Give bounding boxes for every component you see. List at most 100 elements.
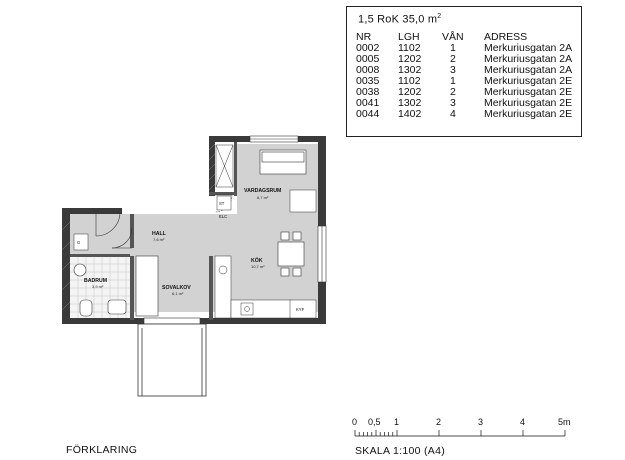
table-row: 0044 1402 4 Merkuriusgatan 2E (356, 109, 572, 120)
cell-nr: 0008 (356, 64, 380, 76)
st-box (216, 195, 232, 211)
balcony (137, 323, 207, 397)
cell-lgh: 1402 (398, 108, 422, 120)
closet-wall (209, 192, 237, 195)
technical-boxes (73, 195, 232, 251)
cell-lgh: 1202 (398, 86, 422, 98)
cell-van: 1 (450, 42, 456, 54)
entrance-door (95, 211, 121, 237)
table-row: 0005 1202 2 Merkuriusgatan 2A (356, 54, 572, 65)
bad-top-wall (70, 254, 130, 257)
cell-nr: 0041 (356, 97, 380, 109)
right-wall-upper (318, 136, 326, 226)
dining-table (277, 231, 305, 277)
chair (280, 231, 290, 241)
apartment-table-header: NR LGH VÅN ADRESS (356, 32, 572, 43)
bathroom-door (111, 227, 133, 249)
hall-area: 7,6 m² (153, 237, 165, 242)
apartment-size-text: 1,5 RoK 35,0 m (358, 13, 438, 26)
scale-tick-1: 1 (394, 417, 399, 427)
fridge-freezer (289, 299, 317, 319)
cell-nr: 0035 (356, 75, 380, 87)
stove-icon (240, 302, 254, 316)
washbasin-icon (107, 299, 127, 315)
partition (289, 189, 317, 213)
cell-adress: Merkuriusgatan 2A (484, 53, 573, 65)
scale-tick-2: 2 (436, 417, 441, 427)
chair (292, 267, 302, 277)
scale-tick-0-5: 0,5 (368, 417, 381, 427)
badrum-label: BADRUM (84, 278, 107, 284)
table-top (277, 241, 305, 267)
header-adress: ADRESS (484, 31, 528, 43)
kitchen-counter (214, 255, 317, 319)
sovalkov-area: 6,1 m² (172, 291, 184, 296)
cell-nr: 0038 (356, 86, 380, 98)
cell-adress: Merkuriusgatan 2E (484, 97, 573, 109)
table-row: 0002 1102 1 Merkuriusgatan 2A (356, 43, 572, 54)
toilet-icon (79, 299, 93, 317)
legend-title: FÖRKLARING (66, 444, 138, 456)
scale-bar: 0 0,5 1 2 3 4 5m SKALA 1:100 (A4) (340, 412, 580, 458)
counter-bottom (230, 299, 292, 319)
windows (143, 135, 327, 325)
scale-tick-3: 3 (478, 417, 483, 427)
apartment-table: NR LGH VÅN ADRESS 0002 1102 1 Merkuriusg… (356, 32, 572, 120)
vardagsrum-inner-wall (234, 142, 237, 196)
kok-area: 10,7 m² (251, 264, 265, 269)
table-row: 0035 1102 1 Merkuriusgatan 2E (356, 76, 572, 87)
cell-adress: Merkuriusgatan 2A (484, 42, 573, 54)
hall-label: HALL (152, 231, 167, 237)
cell-van: 2 (450, 86, 456, 98)
cell-van: 1 (450, 75, 456, 87)
left-upper-wall (209, 136, 215, 196)
counter-left (214, 255, 232, 319)
cell-nr: 0044 (356, 108, 380, 120)
bottom-wall-right (200, 318, 326, 324)
cell-adress: Merkuriusgatan 2A (484, 64, 573, 76)
g-symbol: G (77, 240, 80, 245)
scale-tick-5m: 5m (558, 417, 571, 427)
bottom-wall-left (62, 318, 144, 324)
st-symbol: ST (219, 201, 225, 206)
table-row: 0041 1302 3 Merkuriusgatan 2E (356, 98, 572, 109)
cell-lgh: 1202 (398, 53, 422, 65)
cell-lgh: 1102 (398, 75, 421, 87)
cell-van: 3 (450, 97, 456, 109)
sink-icon (218, 265, 228, 275)
cell-lgh: 1302 (398, 97, 422, 109)
header-lgh: LGH (398, 31, 420, 43)
area-unit-superscript: 2 (437, 13, 442, 20)
shower-icon (73, 263, 87, 277)
sovalkov-kok-wall (209, 256, 213, 320)
elc-symbol: ELC (219, 214, 227, 219)
table-row: 0008 1302 3 Merkuriusgatan 2A (356, 65, 572, 76)
apartment-size-title: 1,5 RoK 35,0 m2 (358, 13, 441, 26)
balcony-door (143, 317, 201, 325)
badrum-area: 3,9 m² (92, 284, 104, 289)
apartment-info-box: 1,5 RoK 35,0 m2 NR LGH VÅN ADRESS 0002 1… (346, 6, 582, 137)
cell-adress: Merkuriusgatan 2E (484, 86, 573, 98)
header-van: VÅN (442, 31, 464, 43)
cell-adress: Merkuriusgatan 2E (484, 108, 573, 120)
bad-sovalkov-wall (130, 256, 134, 320)
cell-van: 2 (450, 53, 456, 65)
kok-label: KÖK (251, 257, 263, 264)
g-box (73, 233, 89, 251)
vardagsrum-area: 6,7 m² (257, 195, 269, 200)
table-row: 0038 1202 2 Merkuriusgatan 2E (356, 87, 572, 98)
balcony-outline (137, 323, 207, 397)
scale-caption: SKALA 1:100 (A4) (355, 445, 446, 457)
kyf-symbol: KYF (296, 307, 305, 312)
header-nr: NR (356, 31, 372, 43)
bed-outline (135, 255, 159, 317)
closet-door (214, 194, 233, 213)
chair (292, 231, 302, 241)
bathroom-fixtures (73, 263, 127, 317)
wardrobe (215, 144, 234, 188)
cell-lgh: 1302 (398, 64, 422, 76)
scale-tick-4: 4 (520, 417, 525, 427)
right-wall-lower (318, 282, 326, 324)
sovalkov-label: SOVALKOV (162, 285, 191, 291)
